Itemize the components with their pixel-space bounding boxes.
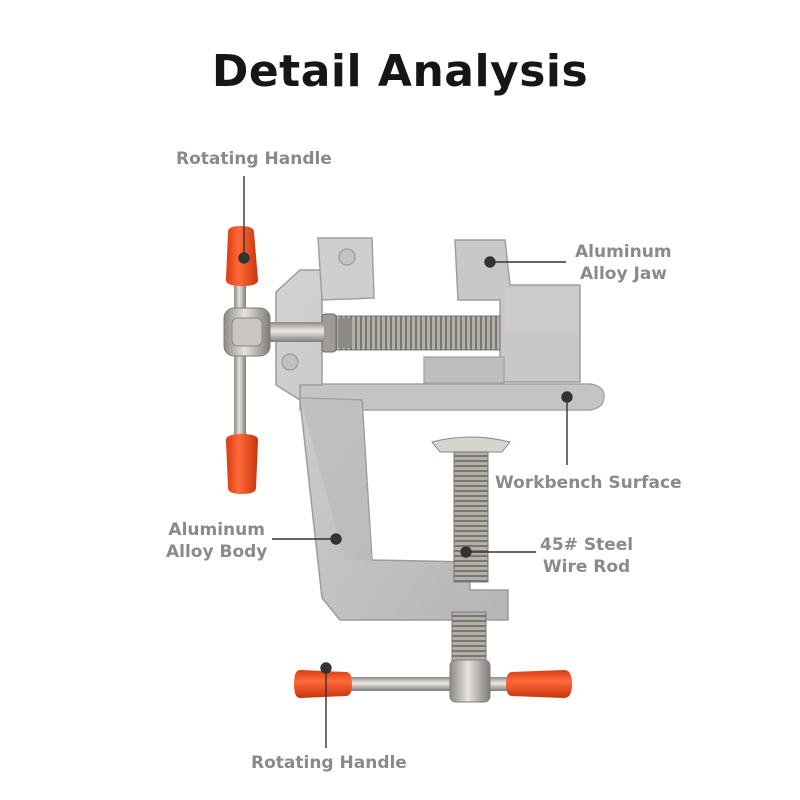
label-aluminum-alloy-jaw: Aluminum Alloy Jaw xyxy=(575,241,672,285)
label-rotating-handle-top-text: Rotating Handle xyxy=(176,149,332,169)
fixed-jaw xyxy=(317,237,375,301)
label-aluminum-jaw-line2: Alloy Jaw xyxy=(580,264,667,284)
label-workbench-surface: Workbench Surface xyxy=(495,472,682,494)
label-steel-rod-line1: 45# Steel xyxy=(540,535,634,555)
label-steel-wire-rod: 45# Steel Wire Rod xyxy=(540,534,633,578)
label-aluminum-body-line2: Alloy Body xyxy=(166,542,268,562)
label-rotating-handle-top: Rotating Handle xyxy=(176,148,332,170)
label-aluminum-jaw-line1: Aluminum xyxy=(575,242,672,262)
callout-pointers xyxy=(238,176,573,748)
label-steel-rod-line2: Wire Rod xyxy=(542,557,631,577)
movable-jaw xyxy=(423,239,581,384)
label-rotating-handle-bottom-text: Rotating Handle xyxy=(251,753,407,773)
label-rotating-handle-bottom: Rotating Handle xyxy=(251,752,407,774)
page-title: Detail Analysis xyxy=(211,46,589,97)
label-aluminum-body-line1: Aluminum xyxy=(168,520,265,540)
workbench-plate xyxy=(299,383,605,411)
label-workbench-surface-text: Workbench Surface xyxy=(495,473,682,493)
label-aluminum-alloy-body: Aluminum Alloy Body xyxy=(166,519,267,563)
bottom-rotating-handle xyxy=(294,659,572,703)
lead-screw xyxy=(321,313,501,353)
